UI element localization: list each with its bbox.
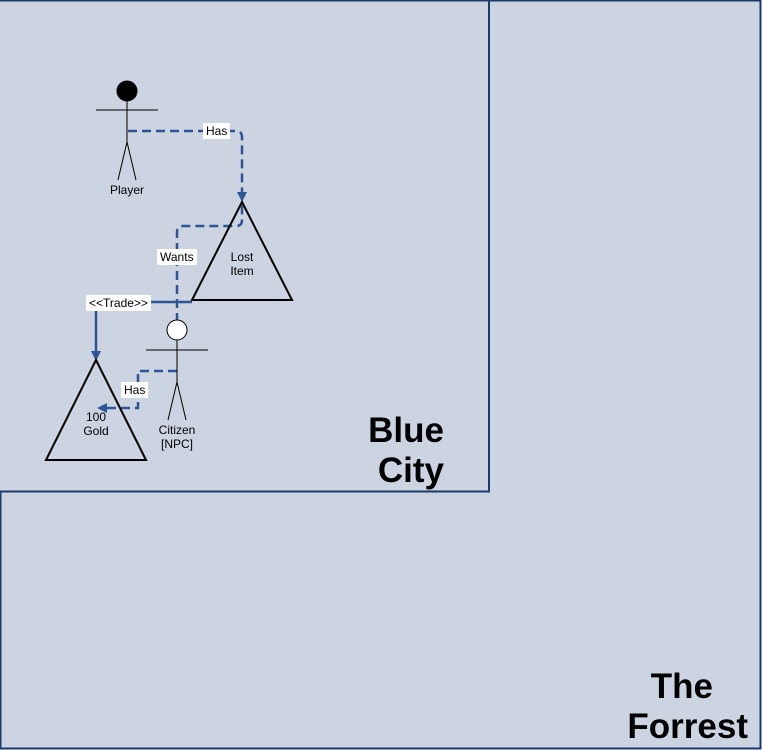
lost-item-label-line1: Lost [230,250,254,264]
citizen-head [166,319,188,341]
player-has-label: Has [203,123,231,139]
gold-label-line2: Gold [83,424,109,438]
gold-label-line1: 100 [85,410,107,424]
forest-title-line2: Forrest [627,707,748,746]
player-label: Player [109,183,144,197]
gold-label: 100 Gold [66,410,126,438]
citizen-label-line2: [NPC] [160,437,193,451]
player-has-connector[interactable] [128,129,247,202]
citizen-wants-label: Wants [157,249,197,265]
citizen-label: Citizen [NPC] [146,423,208,451]
forest-title-line1: The [650,667,713,706]
city-title-line2: City [377,451,444,490]
city-title: Blue City [340,411,444,491]
player-head [116,80,138,102]
trade-label: <<Trade>> [86,295,151,311]
lost-item-label: Lost Item [212,250,272,278]
gold-triangle[interactable] [44,357,148,461]
city-title-line1: Blue [368,411,444,450]
citizen-has-label: Has [121,382,149,398]
citizen-label-line1: Citizen [158,423,196,437]
player-actor[interactable] [96,80,158,181]
forest-title: The Forrest [600,667,748,747]
citizen-actor[interactable] [146,319,208,421]
lost-item-label-line2: Item [230,264,254,278]
citizen-wants-connector[interactable] [175,205,244,322]
city-region[interactable] [0,0,490,493]
lost-item-triangle[interactable] [190,199,294,301]
